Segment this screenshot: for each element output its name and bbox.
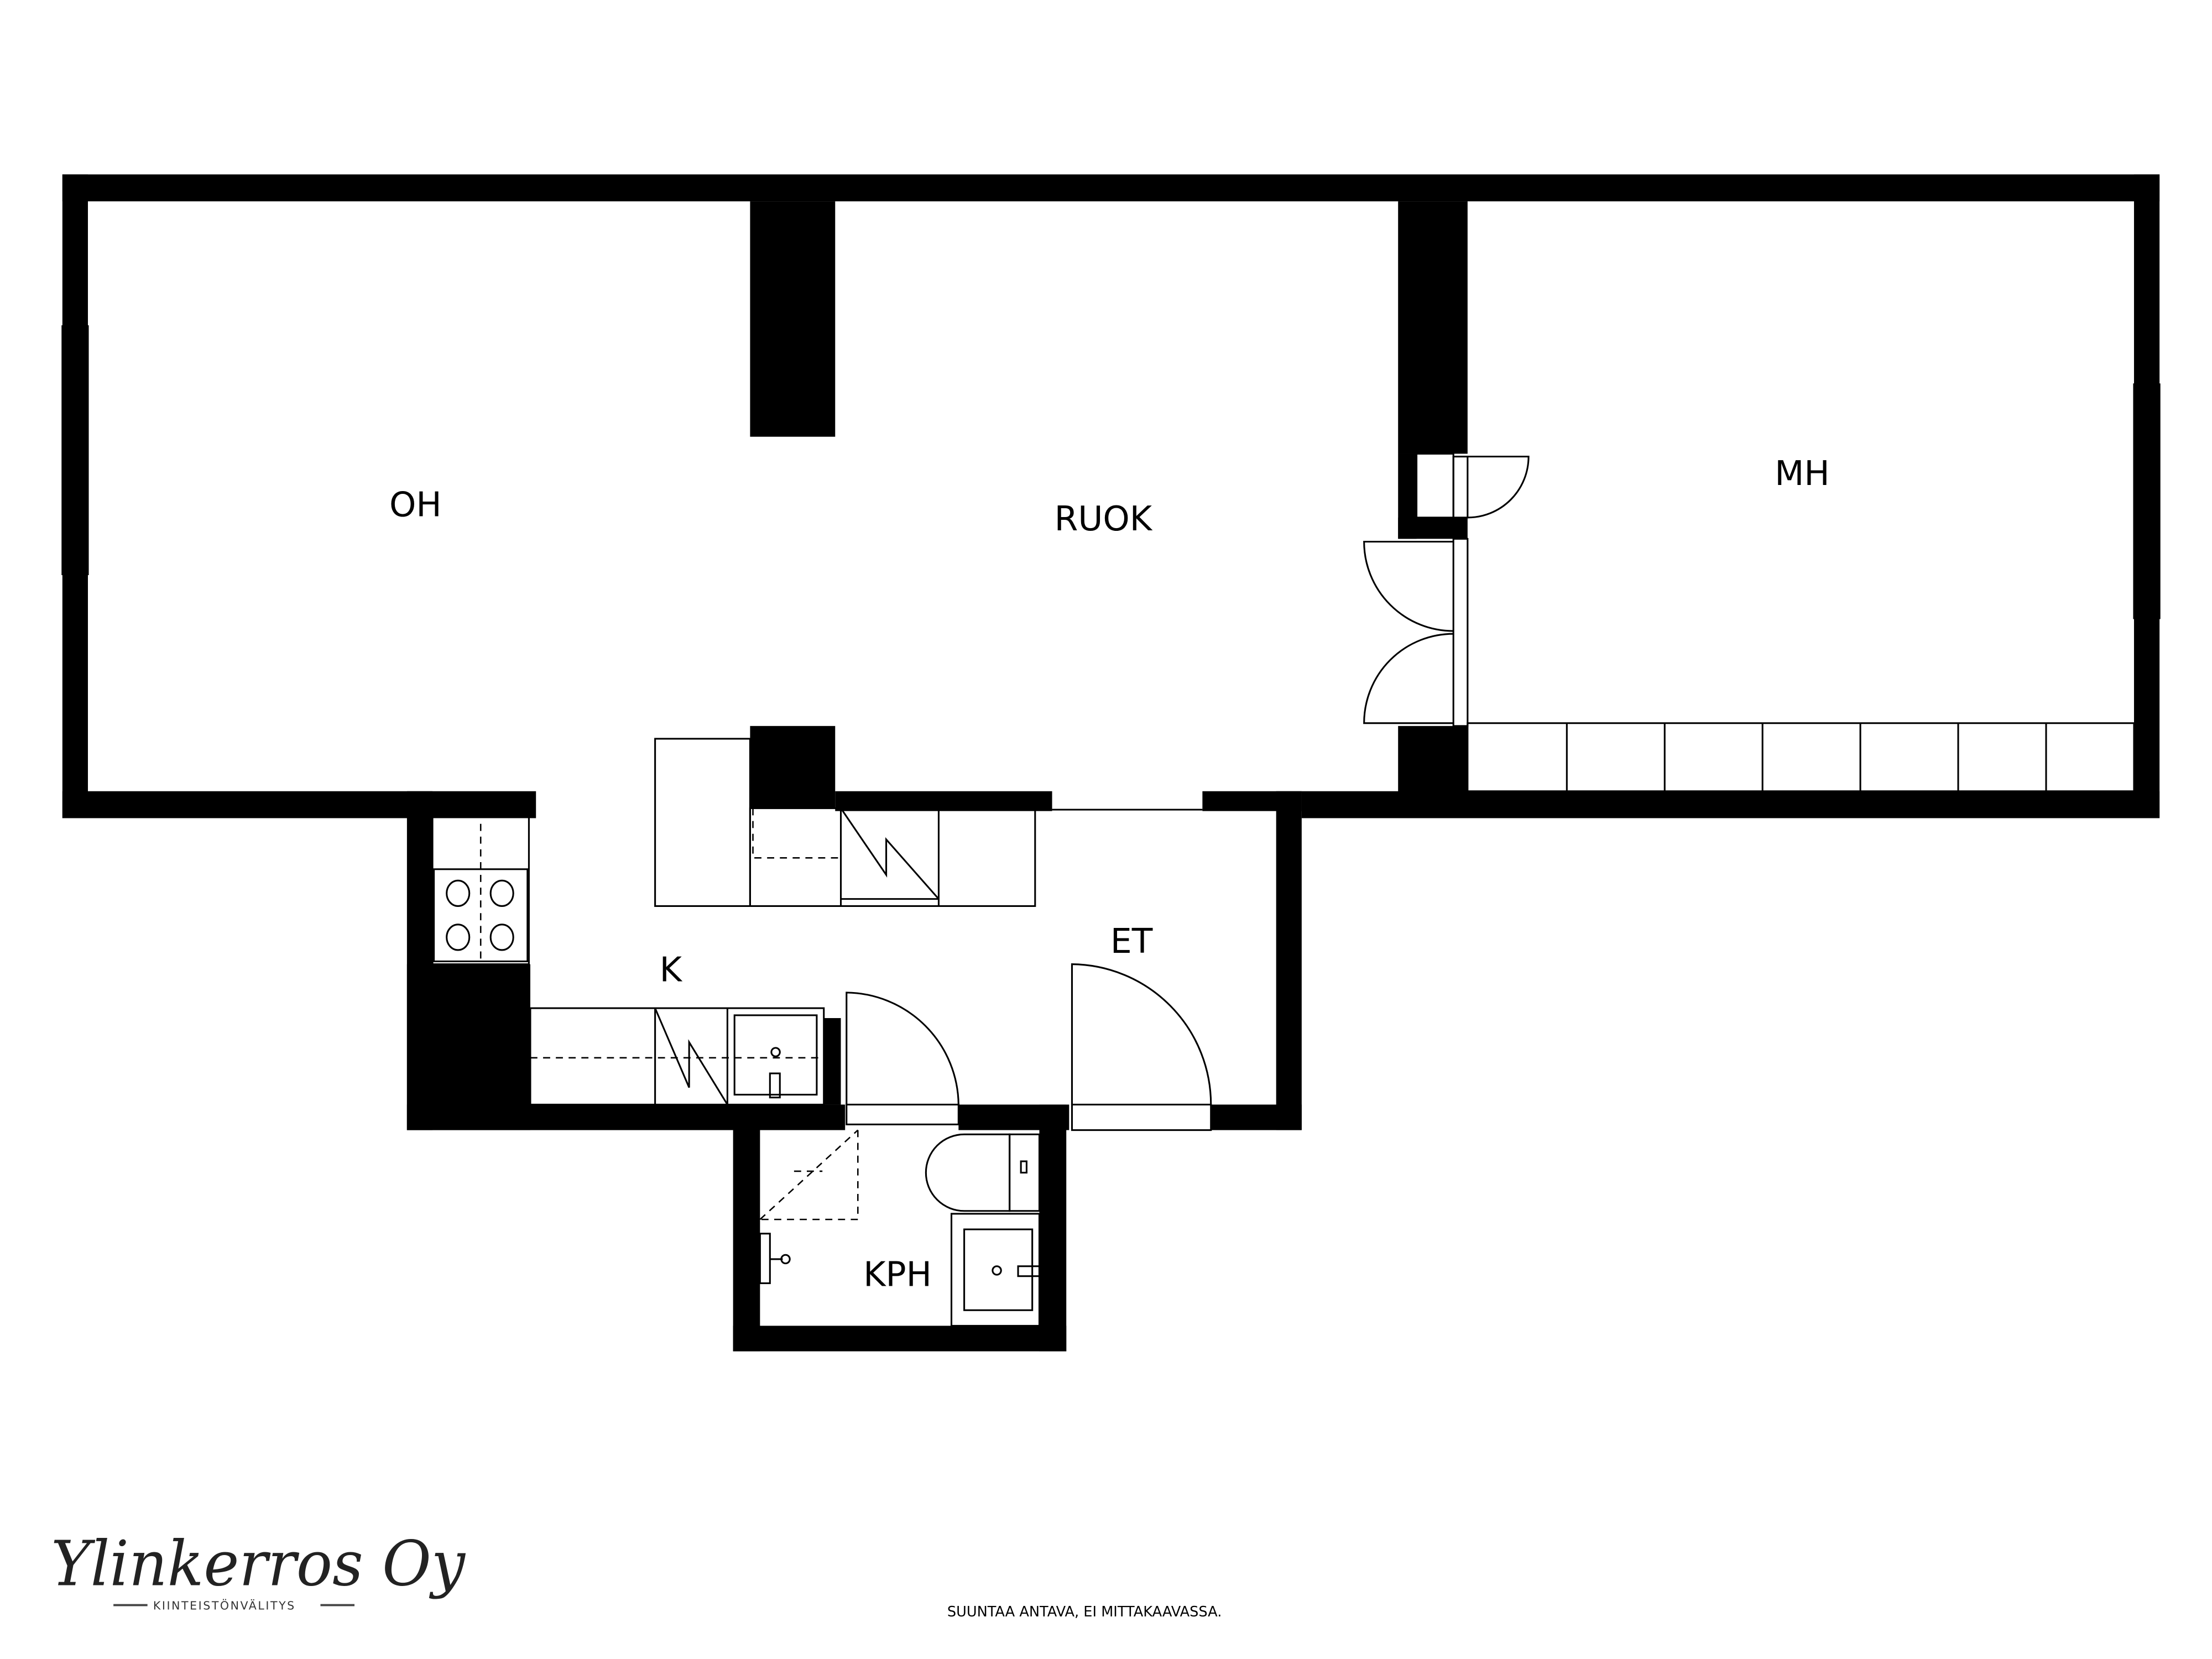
bathroom-fixtures — [759, 1129, 1041, 1327]
room-label-et: ET — [1110, 921, 1153, 961]
doors — [846, 452, 1530, 1131]
wardrobe — [1467, 722, 2135, 792]
toilet-icon — [925, 1133, 1041, 1212]
company-logo: Ylinkerros Oy KIINTEISTÖNVÄLITYS — [51, 1527, 466, 1613]
room-labels: OH RUOK MH K ET KPH — [389, 453, 1830, 1295]
room-label-k: K — [660, 950, 683, 989]
room-label-mh: MH — [1775, 453, 1829, 493]
stove-icon — [433, 868, 529, 963]
washbasin-icon — [950, 1213, 1041, 1327]
windows — [61, 325, 2161, 619]
kitchen-fixtures — [431, 738, 1036, 1105]
walls — [62, 174, 2160, 1352]
room-label-ruok: RUOK — [1055, 499, 1153, 539]
room-label-oh: OH — [389, 484, 442, 524]
room-label-kph: KPH — [863, 1255, 932, 1295]
svg-text:Ylinkerros Oy: Ylinkerros Oy — [51, 1527, 466, 1600]
shower-icon — [759, 1233, 791, 1285]
sink-icon — [733, 1014, 818, 1099]
disclaimer: SUUNTAA ANTAVA, EI MITTAKAAVASSA. — [947, 1604, 1222, 1620]
svg-text:KIINTEISTÖNVÄLITYS: KIINTEISTÖNVÄLITYS — [153, 1598, 296, 1612]
